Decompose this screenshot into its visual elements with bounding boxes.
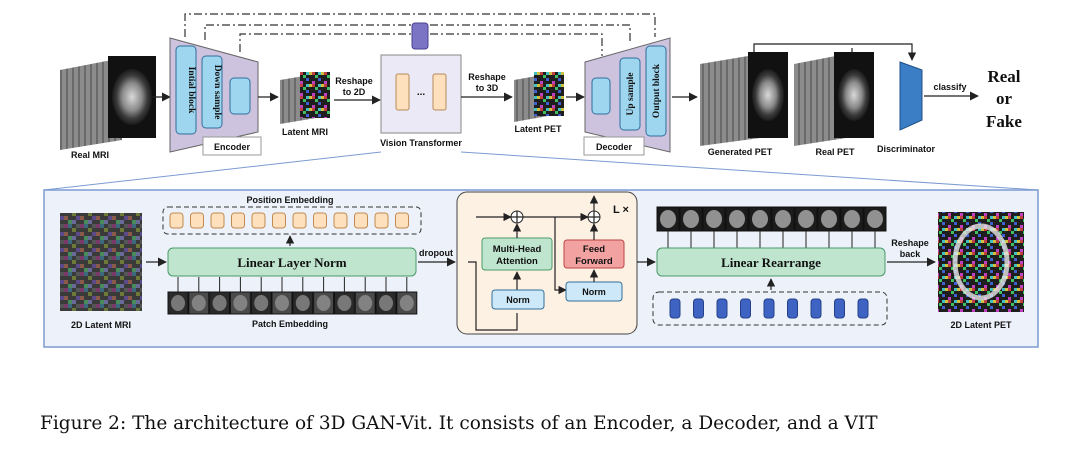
up-sample-block: [619, 57, 641, 131]
reshape-3d-label-2: to 3D: [476, 83, 499, 93]
reshape-back-label-1: Reshape: [891, 238, 929, 248]
norm-attention-block: [491, 289, 545, 310]
fake-label: Fake: [986, 112, 1022, 131]
position-tokens: [169, 212, 409, 229]
position-embedding-label: Position Embedding: [247, 195, 334, 205]
initial-block: [175, 45, 197, 135]
vit-token-right: [432, 73, 447, 111]
real-mri-stack: [60, 56, 156, 150]
output-token-box: [652, 291, 888, 326]
linear-rearrange-label: Linear Rearrange: [721, 255, 821, 270]
position-token: [374, 212, 389, 229]
reshape-2d-label-2: to 2D: [343, 87, 366, 97]
vision-transformer-block: [380, 54, 462, 134]
figure-caption: Figure 2: The architecture of 3D GAN-Vit…: [40, 413, 878, 434]
output-token: [787, 298, 798, 319]
latent-mri-cube: [280, 72, 330, 124]
feed-forward-label-1: Feed: [583, 244, 605, 255]
reshape-2d-label-1: Reshape: [335, 76, 373, 86]
position-token: [272, 212, 286, 229]
output-token: [834, 298, 845, 319]
position-token: [292, 212, 307, 229]
position-token: [333, 212, 348, 229]
encoder-bottleneck-block: [229, 77, 251, 115]
position-token: [231, 212, 245, 229]
mha-label-2: Attention: [496, 256, 538, 267]
reshape-back-label-2: back: [900, 249, 922, 259]
latent-pet-2d-label: 2D Latent PET: [950, 320, 1012, 330]
position-token: [251, 212, 266, 229]
real-label: Real: [987, 67, 1020, 86]
position-token: [190, 212, 204, 229]
or-label: or: [996, 89, 1013, 108]
norm-attention-label: Norm: [506, 295, 530, 305]
real-mri-label: Real MRI: [71, 150, 109, 160]
patch-embedding-label: Patch Embedding: [252, 319, 328, 329]
latent-mri-label: Latent MRI: [282, 127, 328, 137]
down-sample-label: Down sample: [212, 65, 222, 120]
mha-label-1: Multi-Head: [493, 244, 542, 255]
feed-forward-label-2: Forward: [575, 256, 613, 267]
output-token: [763, 298, 775, 319]
decoder-label: Decoder: [596, 142, 633, 152]
real-pet-label: Real PET: [815, 147, 855, 157]
position-token: [395, 212, 409, 229]
norm-ffn-label: Norm: [582, 287, 606, 297]
linear-rearrange-block: [656, 247, 886, 277]
discriminator-shape: [899, 61, 923, 131]
generated-pet-label: Generated PET: [708, 147, 773, 157]
decoder-bottleneck-block: [591, 77, 611, 115]
position-token: [313, 212, 327, 229]
output-token: [810, 298, 822, 319]
position-embedding-box: [162, 206, 422, 235]
latent-mri-2d-label: 2D Latent MRI: [71, 320, 131, 330]
position-token: [354, 212, 368, 229]
classify-label: classify: [933, 82, 966, 92]
latent-mri-2d-image: [60, 213, 142, 311]
output-block-label: Output block: [652, 63, 662, 118]
vision-transformer-label: Vision Transformer: [380, 138, 462, 148]
patch-embedding-strip: [167, 291, 418, 315]
encoder-label-box: [202, 136, 262, 156]
vit-ellipsis: ...: [417, 87, 426, 98]
linear-layer-norm-block: [167, 247, 417, 277]
down-sample-block: [201, 55, 223, 129]
output-token: [693, 298, 704, 319]
output-block: [645, 45, 667, 137]
position-token: [210, 212, 225, 229]
reshape-3d-label-1: Reshape: [468, 72, 506, 82]
generated-pet-stack: [700, 52, 788, 146]
position-token: [169, 212, 184, 229]
output-token: [716, 298, 728, 319]
dropout-label: dropout: [419, 248, 453, 258]
latent-pet-label: Latent PET: [514, 124, 562, 134]
output-token: [857, 298, 869, 319]
decoder-label-box: [583, 136, 645, 156]
discriminator-label: Discriminator: [877, 144, 936, 154]
latent-pet-cube: [514, 72, 564, 122]
rearranged-patch-strip: [656, 206, 887, 232]
encoder-label: Encoder: [214, 142, 251, 152]
real-pet-stack: [794, 52, 874, 146]
architecture-diagram: Real MRI Intial block Down sample Encode…: [43, 13, 1039, 348]
initial-block-label: Intial block: [186, 67, 196, 114]
up-sample-label: Up sample: [626, 72, 636, 115]
repeat-label: L ×: [613, 204, 629, 216]
latent-pet-2d-image: [938, 212, 1024, 312]
output-tokens: [669, 298, 869, 319]
output-token: [669, 298, 681, 319]
vit-token-left: [395, 73, 410, 111]
skip-node: [411, 22, 429, 50]
output-token: [740, 298, 751, 319]
linear-layer-norm-label: Linear Layer Norm: [237, 255, 346, 270]
